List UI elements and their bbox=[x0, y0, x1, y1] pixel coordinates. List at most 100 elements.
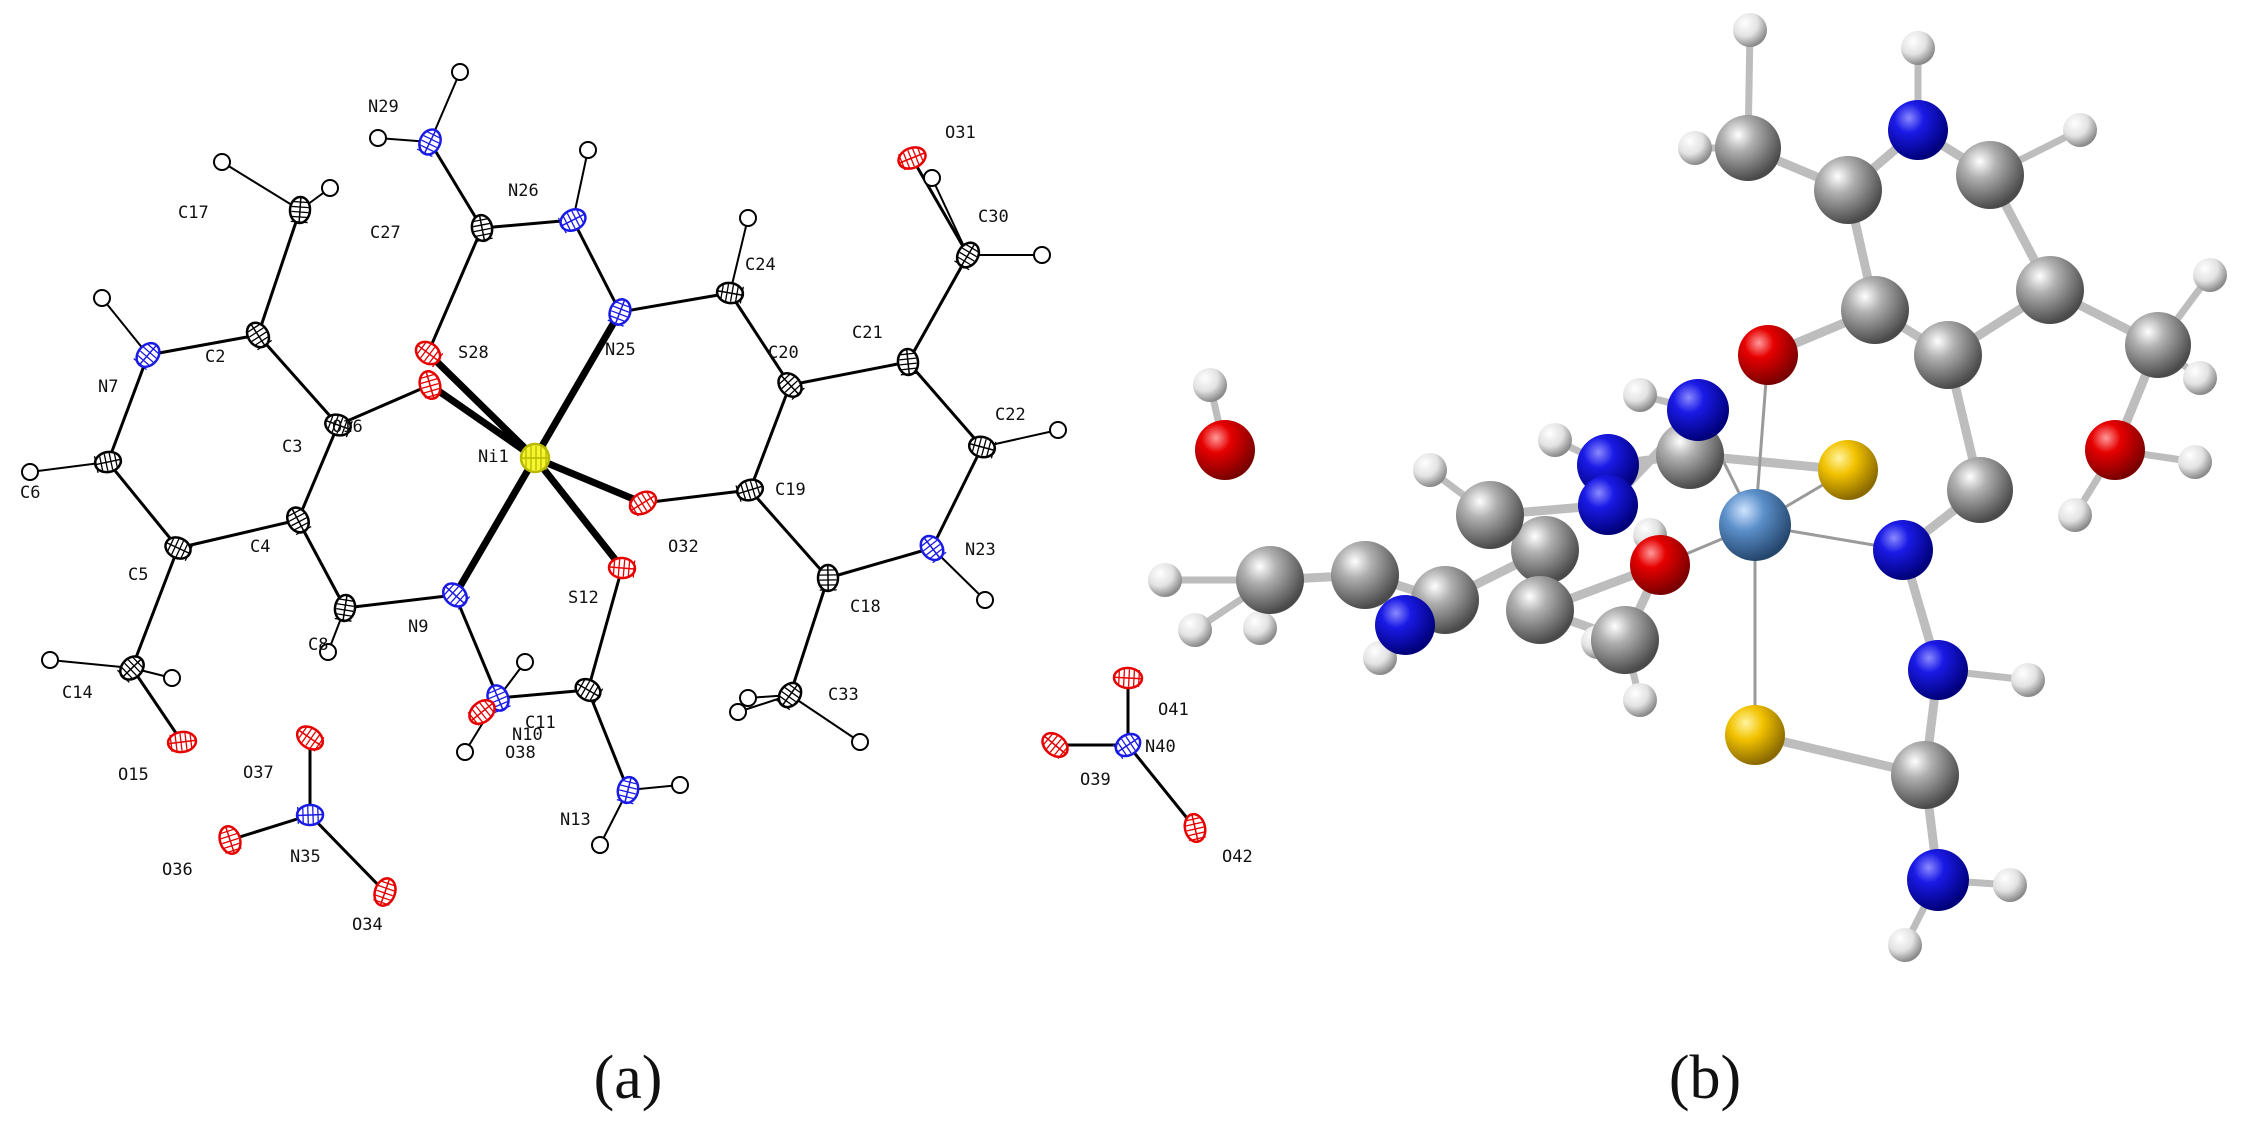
atom-label-o15: O15 bbox=[118, 765, 149, 785]
atom-c30 bbox=[954, 241, 981, 271]
bond-c11-n13 bbox=[586, 689, 630, 791]
hydrogen-atom bbox=[739, 689, 757, 707]
hydrogen-ball bbox=[1733, 13, 1767, 47]
atom-label-o34: O34 bbox=[352, 915, 383, 935]
atom-label-n40: N40 bbox=[1145, 737, 1176, 757]
coordination-bond-ni1-o32 bbox=[531, 454, 647, 507]
atom-label-c2: C2 bbox=[205, 347, 225, 367]
hydrogen-atom bbox=[739, 209, 757, 227]
hydrogen-ball bbox=[1678, 131, 1712, 165]
nitrogen-ball bbox=[1873, 520, 1933, 580]
bond-h-10 bbox=[931, 177, 969, 256]
bond-h-7 bbox=[49, 659, 133, 669]
atom-c21 bbox=[896, 347, 920, 377]
bond-n35-o34 bbox=[308, 813, 387, 894]
bond-n40-o42 bbox=[1126, 744, 1197, 829]
atom-s28 bbox=[414, 340, 444, 368]
bond-c5-c4 bbox=[177, 518, 299, 550]
atom-o34 bbox=[373, 877, 397, 907]
hydrogen-ball bbox=[1193, 368, 1227, 402]
hydrogen-ball bbox=[2183, 361, 2217, 395]
hydrogen-atom bbox=[213, 153, 231, 171]
bond-c2-c17 bbox=[256, 209, 302, 336]
atom-label-n25: N25 bbox=[605, 340, 636, 360]
atom-c22 bbox=[967, 435, 997, 459]
hydrogen-ball bbox=[1148, 563, 1182, 597]
bond-c20-c21 bbox=[789, 360, 909, 387]
nitrogen-ball bbox=[1908, 640, 1968, 700]
atom-c19 bbox=[735, 478, 765, 502]
panel-a-bonds bbox=[29, 71, 1197, 894]
hydrogen-atom bbox=[456, 743, 474, 761]
hydrogen-ball bbox=[1538, 423, 1572, 457]
atom-label-c20: C20 bbox=[768, 343, 799, 363]
atom-o15 bbox=[166, 730, 198, 754]
carbon-ball bbox=[1331, 541, 1399, 609]
atom-label-o37: O37 bbox=[243, 763, 274, 783]
nickel-ball bbox=[1719, 489, 1791, 561]
atom-n23 bbox=[919, 534, 947, 564]
hydrogen-atom bbox=[21, 463, 39, 481]
hydrogen-ball bbox=[2193, 258, 2227, 292]
atom-c5 bbox=[164, 536, 194, 562]
bond-c22-n23 bbox=[930, 446, 984, 549]
atom-o41 bbox=[1112, 666, 1144, 690]
atom-label-c4: C4 bbox=[250, 537, 270, 557]
atom-o37 bbox=[295, 725, 325, 752]
hydrogen-atom bbox=[591, 836, 609, 854]
hydrogen-ball bbox=[1413, 453, 1447, 487]
coordination-bond-ni1-n25 bbox=[531, 308, 624, 462]
hydrogen-ball bbox=[2011, 663, 2045, 697]
carbon-ball bbox=[1841, 276, 1909, 344]
carbon-ball bbox=[1456, 481, 1524, 549]
atom-o39 bbox=[1041, 731, 1070, 759]
atom-label-c22: C22 bbox=[995, 405, 1026, 425]
oxygen-ball bbox=[1738, 325, 1798, 385]
atom-label-n35: N35 bbox=[290, 847, 321, 867]
hydrogen-ball bbox=[2063, 113, 2097, 147]
coordination-bond-ni1-o16 bbox=[426, 381, 539, 462]
atom-label-c21: C21 bbox=[852, 323, 883, 343]
nitrogen-ball bbox=[1907, 849, 1969, 911]
atom-ni1 bbox=[519, 442, 551, 474]
carbon-ball bbox=[2016, 256, 2084, 324]
bond-c14-o15 bbox=[130, 667, 184, 743]
bond-c5-c14 bbox=[130, 547, 180, 669]
atom-o38 bbox=[467, 699, 496, 726]
atom-label-n29: N29 bbox=[368, 97, 399, 117]
bond-c27-s28 bbox=[426, 227, 484, 354]
bond-c19-o32 bbox=[642, 488, 751, 505]
hydrogen-ball bbox=[1901, 31, 1935, 65]
hydrogen-atom bbox=[93, 289, 111, 307]
atom-c20 bbox=[777, 372, 805, 401]
atom-label-n9: N9 bbox=[408, 617, 428, 637]
sulfur-ball bbox=[1818, 440, 1878, 500]
carbon-ball bbox=[1891, 741, 1959, 809]
atom-label-c30: C30 bbox=[978, 207, 1009, 227]
bond-c30-o31 bbox=[910, 157, 970, 256]
atom-n40 bbox=[1112, 732, 1142, 760]
atom-label-c27: C27 bbox=[370, 223, 401, 243]
atom-label-c14: C14 bbox=[62, 683, 93, 703]
coordination-bond-ni1-s12 bbox=[531, 454, 626, 572]
bond-n10-c11 bbox=[497, 688, 589, 700]
bond-n29-c27 bbox=[428, 141, 484, 229]
atom-label-c6: C6 bbox=[20, 483, 40, 503]
atom-label-c11: C11 bbox=[525, 713, 556, 733]
panel-b-caption: (b) bbox=[1669, 1044, 1741, 1112]
bond-c4-c8 bbox=[296, 519, 347, 609]
atom-label-o32: O32 bbox=[668, 537, 699, 557]
hydrogen-atom bbox=[923, 169, 941, 187]
bond-c2-n7 bbox=[147, 333, 259, 357]
hydrogen-ball bbox=[1993, 868, 2027, 902]
carbon-ball bbox=[1715, 115, 1781, 181]
bond-c19-c20 bbox=[748, 384, 792, 491]
hydrogen-atom bbox=[851, 733, 869, 751]
sulfur-ball bbox=[1725, 705, 1785, 765]
bond-c27-n26 bbox=[481, 218, 574, 230]
bond-c3-c2 bbox=[256, 334, 340, 426]
atom-label-c5: C5 bbox=[128, 565, 148, 585]
panel-a-atoms bbox=[21, 63, 1207, 907]
hydrogen-atom bbox=[729, 703, 747, 721]
